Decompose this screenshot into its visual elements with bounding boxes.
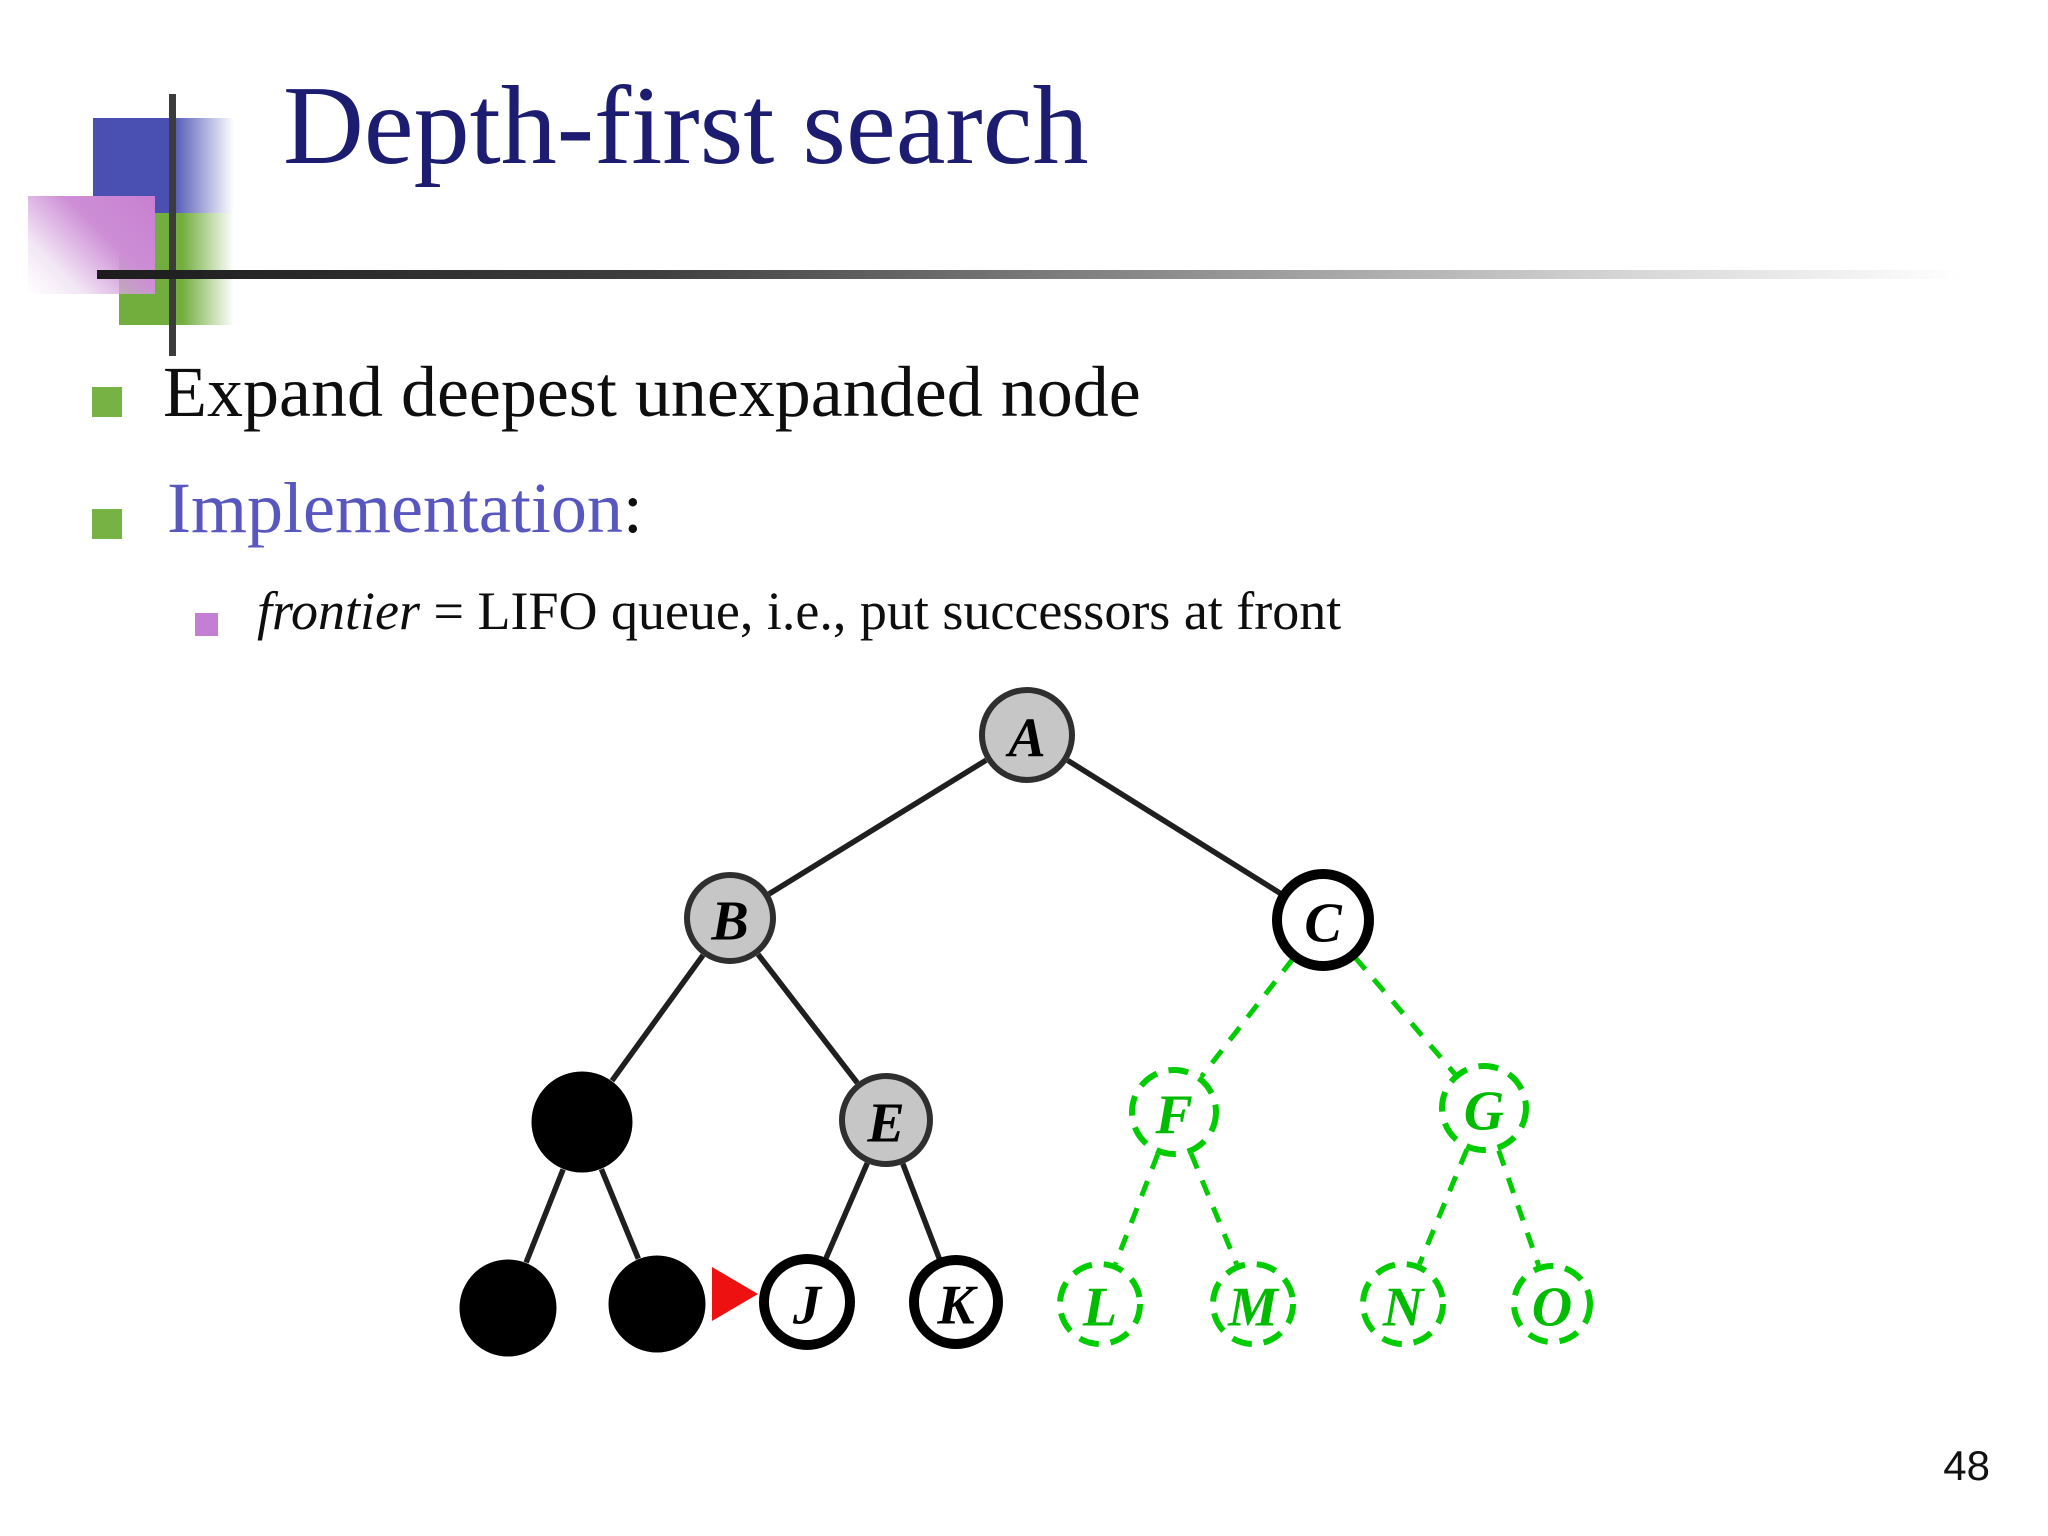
tree-node-G: G [1439,1063,1529,1153]
node-circle-C [1272,869,1374,971]
bullet-item-expand: Expand deepest unexpanded node [92,356,1141,428]
tree-edge-F-M [1188,1152,1239,1266]
title-divider-rule [97,270,1962,279]
page-number: 48 [1943,1442,1990,1489]
tree-edge-A-B [767,757,988,897]
tree-edge-D-H [523,1168,566,1264]
tree-edge-D-I [598,1168,641,1260]
node-label-E: E [866,1092,904,1154]
tree-edge-G-O [1496,1149,1541,1267]
tree-node-I [608,1255,706,1353]
node-circle-F [1129,1067,1219,1157]
decoration-vertical-line [169,94,176,356]
node-label-F: F [1154,1084,1192,1146]
tree-node-J: J [759,1254,855,1350]
tree-edge-B-D [609,953,706,1083]
node-circle-B [684,872,776,964]
bullet-text: Expand deepest unexpanded node [163,352,1141,432]
node-label-G: G [1464,1080,1504,1142]
tree-node-N: N [1360,1261,1446,1347]
node-circle-L [1057,1261,1143,1347]
sub-bullet-text: frontier = LIFO queue, i.e., put success… [257,584,1341,638]
tree-edge-F-L [1113,1153,1161,1265]
node-label-C: C [1304,892,1342,954]
bullet-text-suffix: : [622,468,643,548]
tree-edge-B-E [755,952,860,1085]
node-circle-I [608,1255,706,1353]
tree-edge-E-K [900,1162,943,1261]
node-circle-K [909,1255,1003,1349]
node-label-L: L [1082,1276,1117,1338]
pink-square-bullet-icon [195,613,218,636]
tree-node-E: E [839,1073,933,1167]
slide-title: Depth-first search [283,64,1089,188]
tree-edge-C-F [1199,957,1295,1078]
node-label-O: O [1532,1276,1572,1338]
node-circle-J [759,1254,855,1350]
tree-node-K: K [909,1255,1003,1349]
node-circle-A [979,687,1075,783]
node-circle-H [459,1259,557,1357]
node-label-J: J [792,1274,823,1336]
tree-node-M: M [1210,1261,1296,1347]
tree-node-B: B [684,872,776,964]
implementation-keyword: Implementation [167,468,623,548]
node-label-B: B [710,890,748,952]
frontier-pointer-arrow-icon [712,1267,758,1321]
tree-node-A: A [979,687,1075,783]
tree-edge-A-C [1066,758,1283,897]
node-circle-G [1439,1063,1529,1153]
node-label-N: N [1382,1276,1426,1338]
tree-edge-E-J [822,1162,870,1261]
tree-edge-C-G [1352,955,1457,1076]
tree-edge-G-N [1417,1148,1470,1266]
tree-node-C: C [1272,869,1374,971]
node-circle-N [1360,1261,1446,1347]
node-label-K: K [936,1274,978,1336]
sub-bullet-item-frontier: frontier = LIFO queue, i.e., put success… [195,584,1341,638]
node-label-A: A [1005,707,1045,769]
tree-node-F: F [1129,1067,1219,1157]
node-circle-E [839,1073,933,1167]
green-square-bullet-icon [92,387,122,417]
node-circle-D [531,1071,633,1173]
node-circle-O [1511,1263,1593,1345]
tree-node-H [459,1259,557,1357]
frontier-term: frontier [257,581,421,641]
bullet-item-implementation: Implementation: [92,472,643,544]
node-label-M: M [1227,1276,1280,1338]
tree-node-L: L [1057,1261,1143,1347]
node-circle-M [1210,1261,1296,1347]
tree-node-D [531,1071,633,1173]
green-square-bullet-icon [92,509,122,539]
tree-node-O: O [1511,1263,1593,1345]
bullet-text: Implementation: [167,472,643,544]
sub-bullet-text-rest: = LIFO queue, i.e., put successors at fr… [420,581,1342,641]
